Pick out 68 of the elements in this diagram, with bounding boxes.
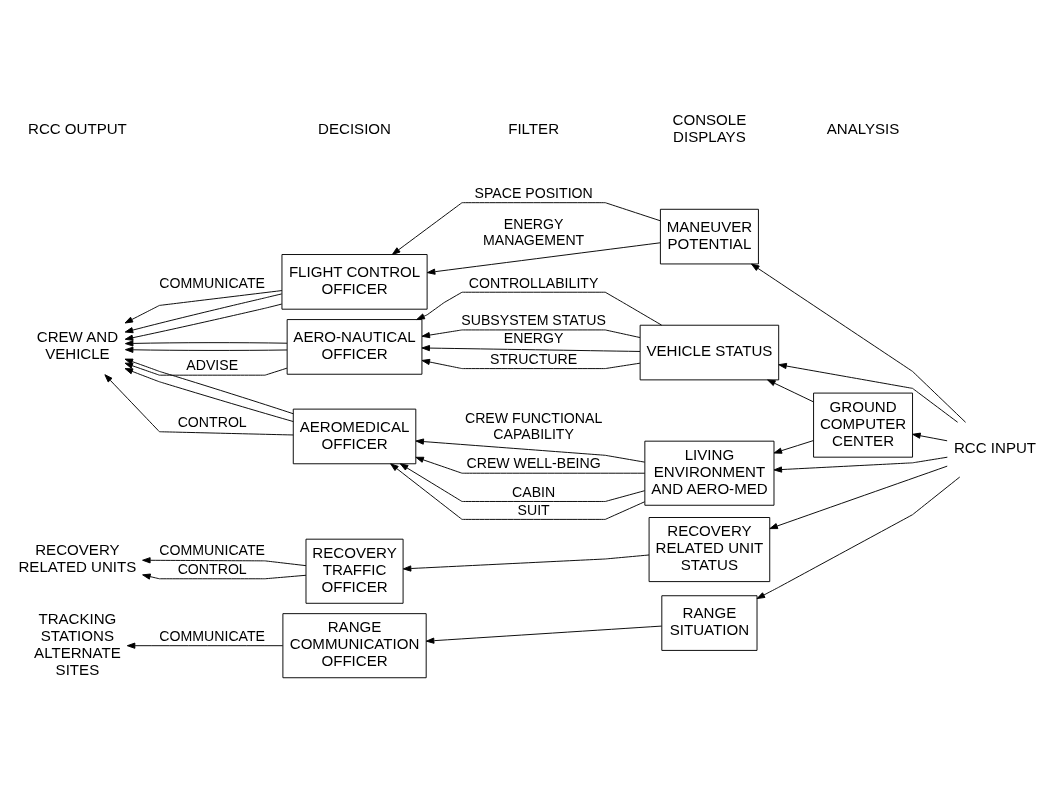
arrow [124,346,288,353]
node-text: RECOVERY RELATED UNITS [18,541,137,575]
arrow [767,379,814,403]
arrow [426,242,661,275]
node-text: CREW AND VEHICLE [36,328,119,362]
arrow [773,440,814,454]
edge-label: CABIN [512,483,556,500]
node-box: AERO-NAUTICAL OFFICER [286,319,423,375]
arrow [104,374,294,436]
arrow [769,465,948,530]
arrow [425,625,663,644]
edge-label: CREW FUNCTIONAL CAPABILITY [464,410,603,443]
arrow [126,642,284,649]
arrow [402,554,650,572]
edge-label: ENERGY [503,330,564,347]
edge-label: COMMUNICATE [159,627,266,644]
edge-label: SUBSYSTEM STATUS [461,312,606,329]
node-box: VEHICLE STATUS [639,324,780,381]
arrow [391,202,661,255]
node-box: AEROMEDICAL OFFICER [292,408,417,465]
node-text: TRACKING STATIONS ALTERNATE SITES [34,609,121,678]
node-box: RANGE SITUATION [661,595,758,651]
arrow [142,557,307,567]
arrow [124,303,283,341]
node-box: FLIGHT CONTROL OFFICER [281,254,428,310]
node-box: RECOVERY RELATED UNIT STATUS [648,517,771,583]
arrow [124,290,283,324]
arrow [416,291,663,326]
edge-label: COMMUNICATE [159,542,266,559]
edge-label: SUIT [517,501,550,518]
arrow [124,358,294,415]
edge-label: CONTROL [177,414,247,431]
edge-label: ADVISE [186,357,239,374]
node-box: RANGE COMMUNICATION OFFICER [282,613,427,679]
edge-label: STRUCTURE [490,350,578,367]
node-text: RCC INPUT [953,439,1037,457]
arrow [421,358,641,370]
arrow [415,456,646,474]
arrow [421,344,641,352]
arrow [124,340,288,347]
arrow [773,456,948,473]
label: DECISION [318,119,391,137]
arrow [756,476,961,600]
arrow [399,463,646,502]
arrow [912,432,948,442]
arrow [390,463,646,520]
arrow [751,263,967,423]
label: RCC OUTPUT [27,119,127,137]
arrow [421,329,641,339]
node-box: LIVING ENVIRONMENT AND AERO-MED [644,440,775,506]
arrow [124,293,283,334]
arrow [142,573,307,580]
label: CONSOLE DISPLAYS [672,111,747,146]
edge-label: CONTROLLABILITY [468,274,599,291]
edge-label: CREW WELL-BEING [466,455,601,472]
arrow [778,362,959,423]
edge-label: SPACE POSITION [474,184,593,201]
edge-label: COMMUNICATE [159,274,266,291]
edge-label: CONTROL [177,561,247,578]
arrow [124,362,288,376]
node-box: MANEUVER POTENTIAL [659,208,759,265]
label: ANALYSIS [826,119,900,137]
arrow [415,438,646,463]
node-box: RECOVERY TRAFFIC OFFICER [305,538,404,604]
label: FILTER [508,119,560,137]
arrow [124,368,294,422]
edge-label: ENERGY MANAGEMENT [483,216,585,249]
node-box: GROUND COMPUTER CENTER [813,392,913,458]
